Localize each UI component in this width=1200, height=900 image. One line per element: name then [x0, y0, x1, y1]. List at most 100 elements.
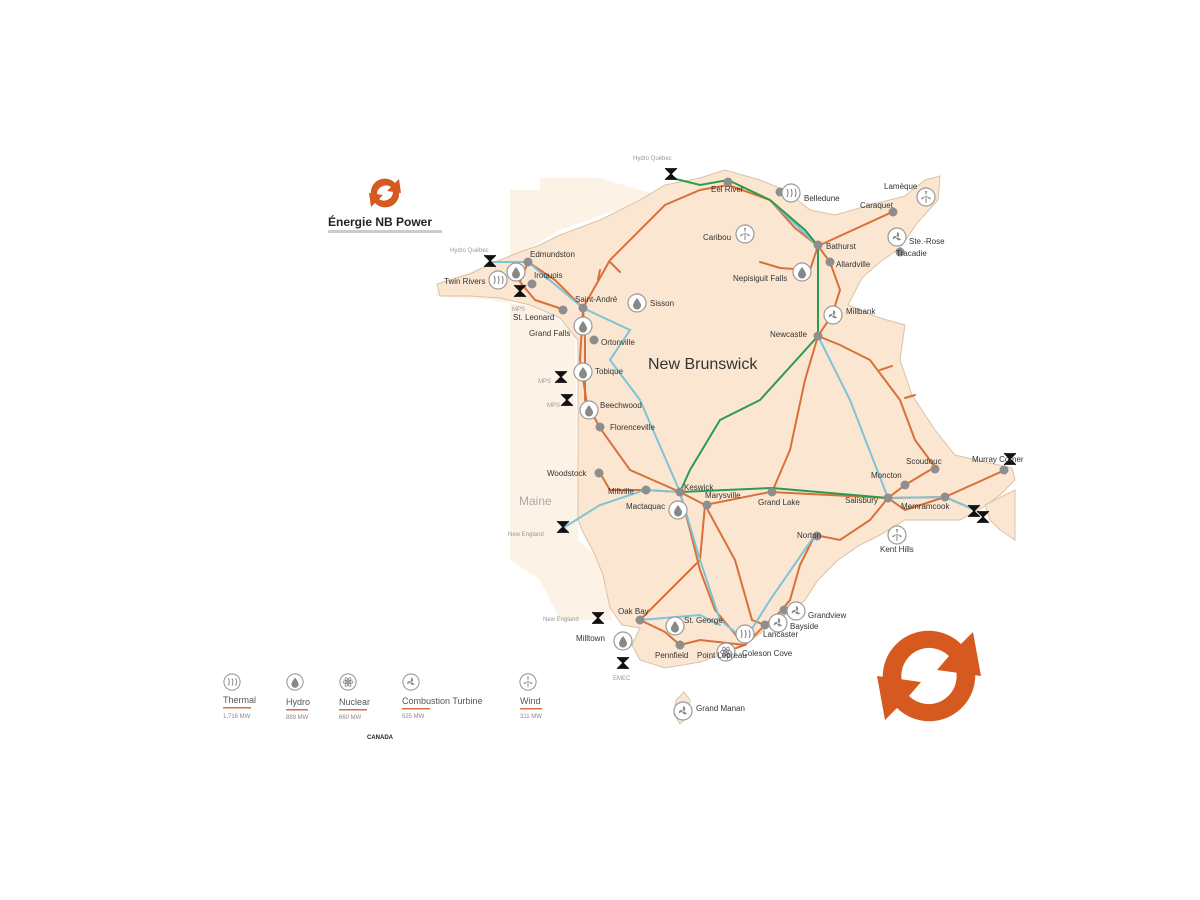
node-keswick[interactable]	[675, 487, 685, 497]
label-kent-hills: Kent Hills	[880, 545, 914, 554]
node-edmundston[interactable]	[523, 257, 533, 267]
legend-hydro-icon	[286, 673, 304, 691]
label-caraquet: Caraquet	[860, 201, 894, 210]
nepisiguit-falls-hydro-icon[interactable]	[792, 262, 812, 282]
legend-nuclear-underline	[339, 709, 367, 711]
lameque-wind-icon[interactable]	[916, 187, 936, 207]
legend-hydro-name: Hydro	[286, 697, 310, 707]
tie-emec-icon	[616, 656, 630, 670]
place-labels: Eel River Belledune Lamèque Caraquet Ste…	[444, 182, 1024, 713]
label-marysville: Marysville	[705, 491, 741, 500]
node-grand-lake[interactable]	[767, 487, 777, 497]
beechwood-hydro-icon[interactable]	[579, 400, 599, 420]
label-sisson: Sisson	[650, 299, 674, 308]
grand-manan-turbine-icon[interactable]	[673, 701, 693, 721]
label-millbank: Millbank	[846, 307, 876, 316]
node-memramcook[interactable]	[940, 492, 950, 502]
node-oak-bay[interactable]	[635, 615, 645, 625]
label-grandview: Grandview	[808, 611, 846, 620]
st-george-hydro-icon[interactable]	[665, 616, 685, 636]
label-st-leonard: St. Leonard	[513, 313, 554, 322]
label-moncton: Moncton	[871, 471, 902, 480]
label-murray-corner: Murray Corner	[972, 455, 1024, 464]
label-lameque: Lamèque	[884, 182, 918, 191]
legend-thermal-underline	[223, 707, 251, 709]
caribou-wind-icon[interactable]	[735, 224, 755, 244]
label-point-lepreau: Point Lepreau	[697, 651, 747, 660]
brand-arrows-icon	[369, 178, 401, 208]
node-lancaster[interactable]	[760, 620, 770, 630]
node-salisbury[interactable]	[883, 493, 893, 503]
label-lancaster: Lancaster	[763, 630, 798, 639]
legend-wind-name: Wind	[520, 696, 541, 706]
node-bayside-junction[interactable]	[779, 605, 789, 615]
node-pennfield[interactable]	[675, 640, 685, 650]
node-moncton[interactable]	[900, 480, 910, 490]
label-keswick: Keswick	[684, 483, 714, 492]
label-pennfield: Pennfield	[655, 651, 688, 660]
node-millville[interactable]	[641, 485, 651, 495]
node-marysville[interactable]	[702, 500, 712, 510]
label-ste-rose: Ste.-Rose	[909, 237, 945, 246]
node-iroquois[interactable]	[527, 279, 537, 289]
legend-item-wind: Wind 311 MW	[519, 673, 542, 720]
node-norton[interactable]	[812, 531, 822, 541]
node-caraquet[interactable]	[888, 207, 898, 217]
legend-combustion-turbine-value: 525 MW	[402, 714, 425, 720]
substation-nodes	[523, 177, 1009, 650]
label-eel-river: Eel River	[711, 185, 744, 194]
node-scoudouc[interactable]	[930, 464, 940, 474]
node-st-leonard[interactable]	[558, 305, 568, 315]
brand-name: Énergie NB Power	[328, 214, 432, 229]
kent-hills-wind-icon[interactable]	[887, 525, 907, 545]
twin-rivers-thermal-icon[interactable]	[488, 270, 508, 290]
ste-rose-turbine-icon[interactable]	[887, 227, 907, 247]
nova-scotia-land	[984, 489, 1016, 541]
legend: Thermal 1,716 MW Hydro 889 MW Nuclear 66…	[223, 673, 542, 721]
iroquois-hydro-icon[interactable]	[506, 262, 526, 282]
label-belledune: Belledune	[804, 194, 840, 203]
label-grand-falls: Grand Falls	[529, 329, 570, 338]
grandview-turbine-icon[interactable]	[786, 601, 806, 621]
coleson-cove-thermal-icon[interactable]	[735, 624, 755, 644]
grand-falls-hydro-icon[interactable]	[573, 316, 593, 336]
label-norton: Norton	[797, 531, 821, 540]
label-ortonville: Ortonville	[601, 338, 635, 347]
node-florenceville[interactable]	[595, 422, 605, 432]
label-mps-1: MPS	[512, 307, 525, 313]
node-bathurst[interactable]	[813, 240, 823, 250]
legend-item-nuclear: Nuclear 660 MW	[339, 673, 370, 721]
legend-combustion-turbine-icon	[402, 673, 420, 691]
external-labels: Hydro Québec Hydro Québec MPS MPS MPS Ne…	[450, 156, 672, 682]
belledune-thermal-icon[interactable]	[781, 183, 801, 203]
label-beechwood: Beechwood	[600, 401, 642, 410]
label-st-george: St. George	[684, 616, 723, 625]
node-tracadie[interactable]	[895, 247, 905, 257]
node-murray-corner[interactable]	[999, 465, 1009, 475]
milltown-hydro-icon[interactable]	[613, 631, 633, 651]
legend-thermal-value: 1,716 MW	[223, 714, 251, 720]
node-eel-river[interactable]	[723, 177, 733, 187]
millbank-turbine-icon[interactable]	[823, 305, 843, 325]
node-woodstock[interactable]	[594, 468, 604, 478]
node-newcastle[interactable]	[813, 331, 823, 341]
label-canada: CANADA	[367, 735, 394, 741]
label-memramcook: Memramcook	[901, 502, 950, 511]
label-grand-lake: Grand Lake	[758, 498, 800, 507]
label-newcastle: Newcastle	[770, 330, 807, 339]
legend-thermal-icon	[223, 673, 241, 691]
legend-nuclear-value: 660 MW	[339, 715, 362, 721]
mactaquac-hydro-icon[interactable]	[668, 500, 688, 520]
node-allardville[interactable]	[825, 257, 835, 267]
label-bathurst: Bathurst	[826, 242, 857, 251]
label-mps-2: MPS	[538, 379, 551, 385]
legend-item-combustion-turbine: Combustion Turbine 525 MW	[402, 673, 483, 720]
node-ortonville[interactable]	[589, 335, 599, 345]
legend-hydro-underline	[286, 709, 308, 711]
label-allardville: Allardville	[836, 260, 871, 269]
tobique-hydro-icon[interactable]	[573, 362, 593, 382]
label-millville: Millville	[608, 487, 634, 496]
node-saint-andre[interactable]	[578, 303, 588, 313]
sisson-hydro-icon[interactable]	[627, 293, 647, 313]
label-new-brunswick: New Brunswick	[648, 356, 758, 373]
